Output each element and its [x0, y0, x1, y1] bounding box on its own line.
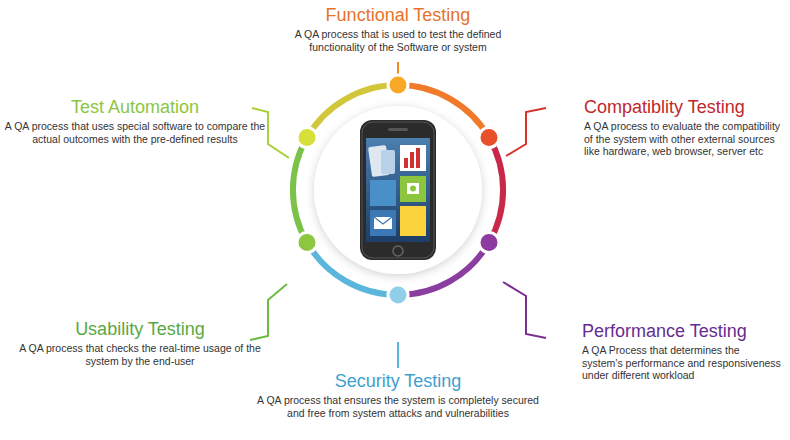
test-heading: Compatiblity Testing — [584, 96, 784, 118]
test-heading: Performance Testing — [582, 320, 782, 342]
test-description: A QA process that checks the real-time u… — [14, 342, 266, 367]
test-type-block: Functional TestingA QA process that is u… — [268, 4, 528, 53]
inner-disc — [314, 106, 482, 274]
test-heading: Usability Testing — [14, 318, 266, 340]
test-type-block: Usability TestingA QA process that check… — [14, 318, 266, 367]
test-type-block: Compatiblity TestingA QA process to eval… — [584, 96, 784, 158]
test-type-block: Security TestingA QA process that ensure… — [255, 370, 541, 419]
test-description: A QA Process that determines the system’… — [582, 344, 782, 382]
test-description: A QA process that is used to test the de… — [268, 28, 528, 53]
test-type-block: Performance TestingA QA Process that det… — [582, 320, 782, 382]
test-description: A QA process to evaluate the compatibili… — [584, 120, 784, 158]
color-ring — [293, 85, 503, 295]
leader-lines — [250, 62, 546, 368]
test-type-block: Test AutomationA QA process that uses sp… — [4, 96, 266, 145]
test-heading: Test Automation — [4, 96, 266, 118]
test-heading: Security Testing — [255, 370, 541, 392]
ring-dots — [297, 75, 499, 305]
test-description: A QA process that uses special software … — [4, 120, 266, 145]
test-heading: Functional Testing — [268, 4, 528, 26]
phone-illustration — [360, 120, 436, 260]
test-description: A QA process that ensures the system is … — [255, 394, 541, 419]
